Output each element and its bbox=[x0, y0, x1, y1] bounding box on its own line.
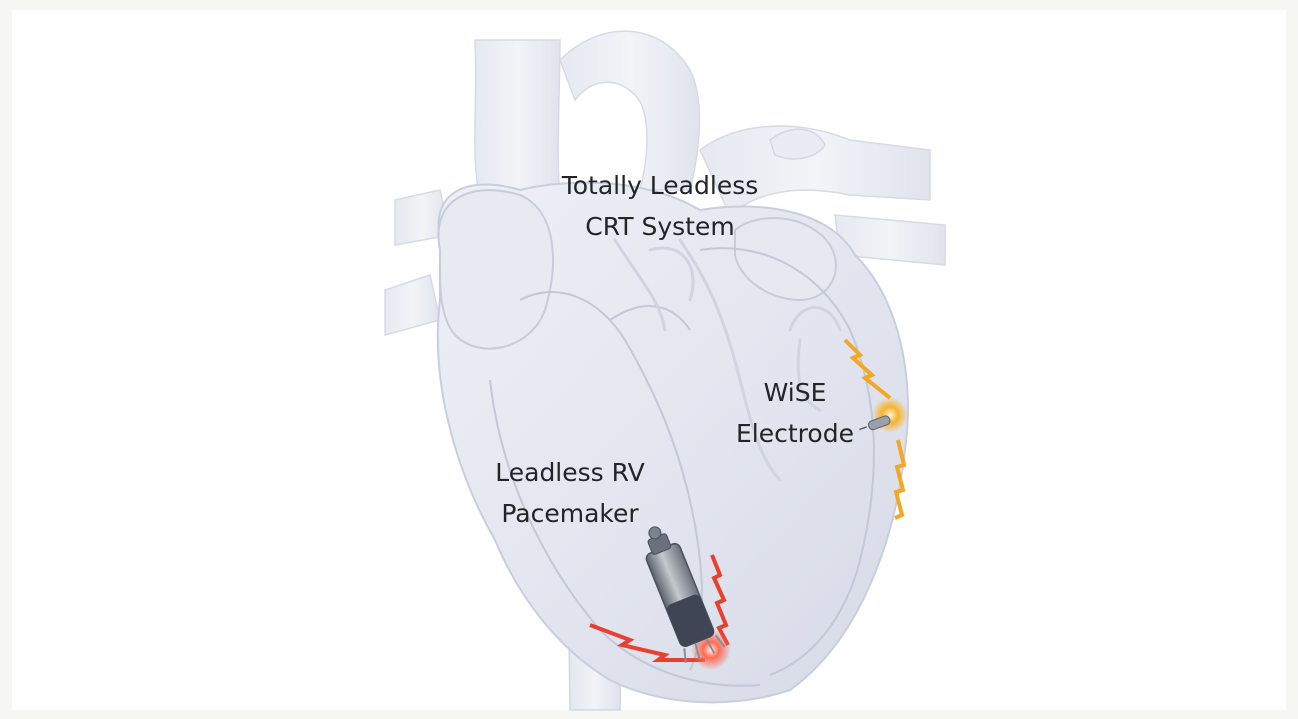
wise-electrode-label-line1: WiSE bbox=[720, 372, 870, 413]
crt-system-label-line1: Totally Leadless bbox=[520, 165, 800, 206]
rv-pacemaker-label-line2: Pacemaker bbox=[470, 493, 670, 534]
rv-pacemaker-label: Leadless RV Pacemaker bbox=[470, 452, 670, 534]
crt-system-label-line2: CRT System bbox=[520, 206, 800, 247]
wise-electrode-label: WiSE Electrode bbox=[720, 372, 870, 454]
rv-pacemaker-label-line1: Leadless RV bbox=[470, 452, 670, 493]
wise-electrode-label-line2: Electrode bbox=[720, 413, 870, 454]
crt-system-label: Totally Leadless CRT System bbox=[520, 165, 800, 247]
